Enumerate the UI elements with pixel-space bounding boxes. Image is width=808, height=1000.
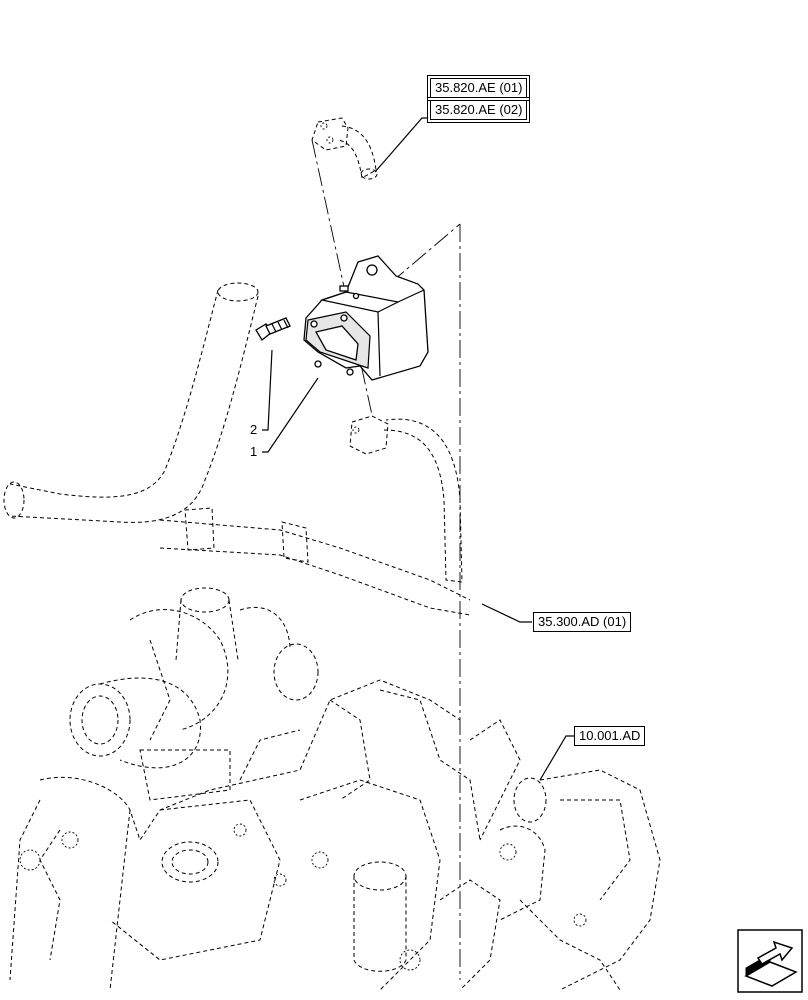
next-page-arrow-icon[interactable]	[737, 929, 803, 993]
air-intake-pipe	[3, 282, 471, 616]
ref-label-35-300-ad-01[interactable]: 35.300.AD (01)	[533, 612, 632, 632]
cap-screw	[255, 317, 291, 341]
ref-label-35-820-ae-01[interactable]: 35.820.AE (01)	[426, 75, 531, 101]
leader-lines	[262, 117, 574, 781]
hydraulic-pump	[303, 255, 429, 381]
rear-pump-assembly	[439, 769, 661, 991]
pressure-hose	[349, 415, 463, 583]
engine-block	[9, 679, 521, 991]
ref-label-10-001-ad[interactable]: 10.001.AD	[574, 726, 646, 746]
turbocharger	[69, 587, 319, 801]
ref-label-35-820-ae-02[interactable]: 35.820.AE (02)	[426, 97, 531, 123]
upper-hose-fitting	[311, 117, 378, 180]
callout-item-2: 2	[250, 422, 258, 437]
callout-item-1: 1	[250, 444, 258, 459]
